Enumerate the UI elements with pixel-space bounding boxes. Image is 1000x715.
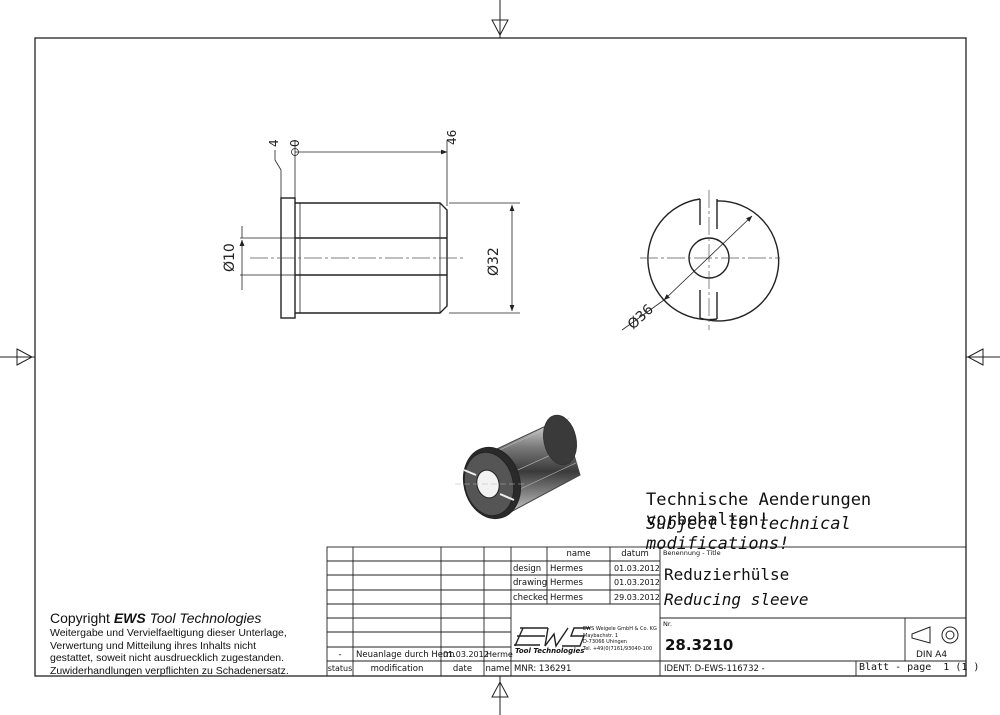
title-block-grid	[326, 546, 967, 677]
notice-en: Subject to technical modifications!	[646, 514, 851, 554]
copyright-line: Weitergabe und Vervielfaeltigung dieser …	[50, 627, 287, 639]
revision-date: 01.03.2012	[443, 650, 489, 659]
checked-date: 29.03.2012	[614, 593, 660, 602]
ident: IDENT: D-EWS-116732 -	[664, 664, 765, 674]
company-line: Maybachstr. 1	[583, 632, 619, 639]
company-line: EWS Weigele GmbH & Co. KG	[583, 626, 657, 632]
drawing-date: 01.03.2012	[614, 578, 660, 587]
company-line: D-73066 Uhingen	[583, 639, 627, 645]
title-label: Benennung - Title	[663, 549, 721, 557]
front-dimension	[621, 215, 753, 331]
header-name: name	[485, 664, 510, 674]
dim-length-46: 46	[445, 130, 459, 145]
projection-symbol-icon	[911, 626, 959, 644]
copyright-prefix: Copyright	[50, 610, 114, 626]
drawing-frame	[34, 37, 967, 677]
role-checked: checked	[513, 593, 549, 603]
col-header-name: name	[566, 549, 591, 559]
copyright-line: Verwertung und Mitteilung ihres Inhalts …	[50, 639, 257, 652]
notice-de: Technische Aenderungen vorbehalten!	[646, 490, 872, 530]
header-status: status	[327, 664, 353, 673]
col-header-date: datum	[621, 549, 649, 559]
sheet-number: Blatt - page 1 (1 )	[859, 662, 980, 673]
header-modification: modification	[370, 664, 424, 674]
design-date: 01.03.2012	[614, 564, 660, 573]
copyright-line: gestattet, soweit nicht ausdruecklich zu…	[50, 652, 285, 664]
drawing-name: Hermes	[550, 578, 583, 588]
dim-diameter-32: Ø32	[486, 247, 502, 276]
copyright-suffix: Tool Technologies	[145, 610, 262, 626]
dim-diameter-10: Ø10	[222, 243, 238, 272]
nr-label: Nr.	[663, 620, 673, 628]
dim-length-0: 0	[288, 139, 302, 147]
front-view	[647, 198, 780, 322]
paper-format: DIN A4	[916, 650, 948, 660]
copyright-line: Zuwiderhandlungen verpflichten zu Schade…	[50, 664, 289, 677]
drawing-number: 28.3210	[665, 636, 734, 654]
revision-name: Herme	[486, 650, 513, 659]
company-address: EWS Weigele GmbH & Co. KG Maybachstr. 1 …	[583, 626, 657, 652]
front-center-lines	[640, 190, 780, 330]
copyright-text: Weitergabe und Vervielfaeltigung dieser …	[50, 627, 289, 677]
design-name: Hermes	[550, 564, 583, 574]
role-design: design	[513, 564, 542, 574]
revision-status: -	[338, 650, 342, 660]
isometric-view	[455, 414, 581, 520]
logo-subtitle: Tool Technologies	[515, 647, 585, 655]
header-date: date	[452, 664, 473, 674]
revision-modification: Neuanlage durch Herm	[356, 650, 455, 660]
side-dimensions	[239, 140, 520, 314]
dim-length-4: 4	[267, 139, 281, 147]
ews-logo	[514, 627, 590, 648]
title-en: Reducing sleeve	[664, 590, 809, 609]
dim-diameter-36: Ø36	[625, 301, 657, 332]
copyright-title: Copyright EWS Tool Technologies	[50, 610, 261, 626]
mnr: MNR: 136291	[514, 664, 572, 674]
role-drawing: drawing	[513, 578, 548, 588]
checked-name: Hermes	[550, 593, 583, 603]
company-line: Tel. +49(0)7161/93040-100	[583, 645, 653, 652]
copyright-brand: EWS	[113, 610, 146, 626]
title-de: Reduzierhülse	[664, 565, 790, 584]
